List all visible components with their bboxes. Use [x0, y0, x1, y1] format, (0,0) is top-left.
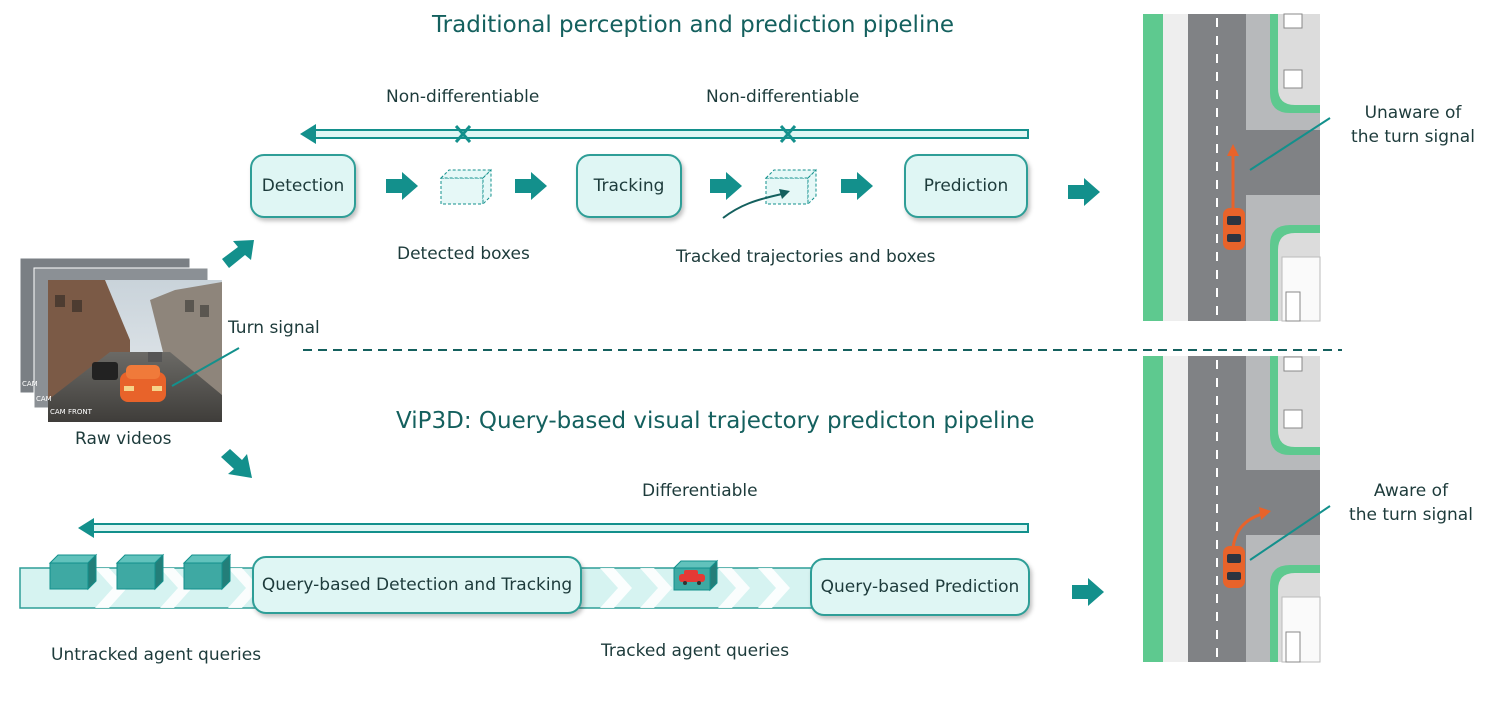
bottom-pipeline-title: ViP3D: Query-based visual trajectory pre… [396, 408, 1035, 434]
car-icon [679, 570, 705, 585]
cam-label: CAM [22, 380, 38, 388]
detected-boxes-label: Detected boxes [397, 244, 530, 264]
query-detection-tracking-stage: Query-based Detection and Tracking [252, 556, 582, 614]
cross-mark-1 [454, 125, 472, 143]
raw-videos-label: Raw videos [75, 429, 172, 449]
flow-arrow [841, 172, 873, 200]
raw-video-stack [19, 257, 222, 422]
car-icon [1223, 208, 1245, 250]
agent-query-cube [115, 553, 165, 591]
flow-arrow [1072, 578, 1104, 606]
backward-arrow-top [300, 124, 1029, 144]
tracked-trajectories-label: Tracked trajectories and boxes [676, 247, 936, 267]
road-map-bottom [1143, 356, 1331, 663]
tracked-queries-label: Tracked agent queries [601, 641, 790, 661]
tracking-stage: Tracking [576, 154, 682, 218]
non-differentiable-label-1: Non-differentiable [386, 87, 540, 107]
flow-arrow [710, 172, 742, 200]
turn-signal-label: Turn signal [228, 318, 320, 338]
non-differentiable-label-2: Non-differentiable [706, 87, 860, 107]
flow-arrow [1068, 178, 1100, 206]
agent-query-cube [182, 553, 232, 591]
prediction-stage: Prediction [904, 154, 1028, 218]
trajectory-line [722, 193, 783, 219]
tracked-query-cube [672, 559, 719, 592]
flow-arrow [386, 172, 418, 200]
flow-arrow [515, 172, 547, 200]
unaware-annotation: Unaware of the turn signal [1351, 103, 1475, 147]
differentiable-label: Differentiable [642, 481, 758, 501]
agent-query-cube [48, 553, 98, 591]
aware-annotation: Aware of the turn signal [1349, 481, 1473, 525]
diagonal-arrow-up [222, 240, 254, 268]
query-prediction-stage: Query-based Prediction [810, 558, 1030, 616]
camera-front-frame [48, 280, 222, 422]
turn-signal-pointer [171, 347, 240, 387]
cam-front-label: CAM FRONT [50, 408, 92, 416]
cross-mark-2 [779, 125, 797, 143]
tracked-box-icon [764, 168, 818, 206]
diagonal-arrow-down [221, 449, 252, 478]
car-icon [120, 365, 166, 402]
road-map-top [1143, 13, 1331, 322]
top-pipeline-title: Traditional perception and prediction pi… [432, 12, 955, 38]
detection-stage: Detection [250, 154, 356, 218]
untracked-queries-label: Untracked agent queries [51, 645, 262, 665]
detected-box-icon [439, 168, 493, 206]
car-icon [1223, 546, 1245, 588]
backward-arrow-bottom [78, 518, 1029, 538]
trajectory-arrowhead [779, 189, 790, 199]
cam-label: CAM [36, 395, 52, 403]
